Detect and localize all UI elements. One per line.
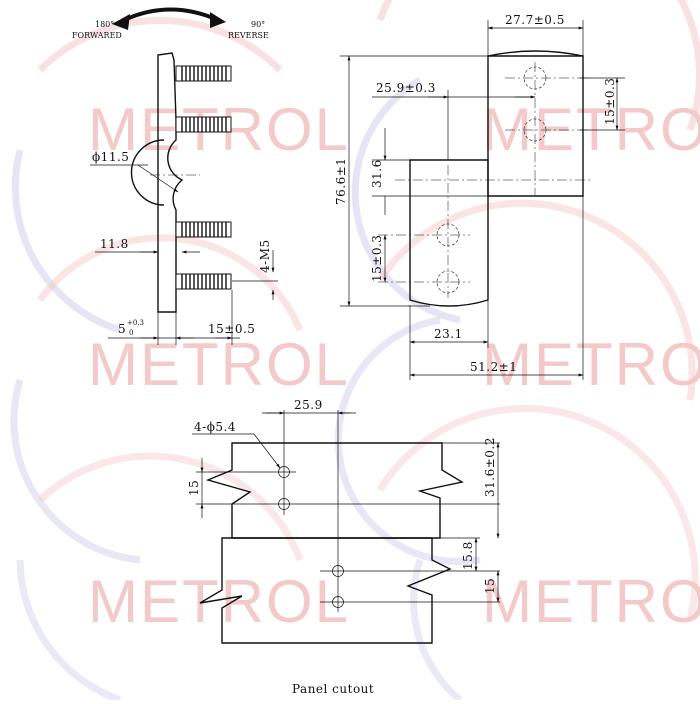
watermark-brand: METROL [88, 331, 350, 398]
stud-length: 15±0.5 [208, 322, 255, 336]
offset-label: 11.8 [100, 237, 129, 251]
cutout-pitch-left: 15 [187, 480, 201, 496]
cutout-gap: 15.8 [461, 541, 475, 570]
hole-diameter-label: ϕ11.5 [92, 150, 129, 164]
front-view: 27.7±0.5 25.9±0.3 15±0.3 76.6±1 31.6 15±… [334, 13, 625, 380]
top-width-label: 27.7±0.5 [505, 13, 565, 27]
rotation-indicator: 180° FORWARED 90° REVERSE [72, 7, 269, 40]
reverse-angle: 90° [251, 20, 265, 29]
cutout-holes-label: 4-ϕ5.4 [194, 420, 236, 434]
watermark-layer: METROL METROL METROL METROL METROL METRO… [10, 0, 700, 704]
cutout-height: 31.6±0.2 [483, 437, 497, 497]
rotation-arrow-left-icon [112, 14, 130, 30]
watermark-brand: METROL [482, 568, 700, 635]
cutout-hole-spacing: 25.9 [294, 398, 323, 412]
reverse-label: REVERSE [228, 31, 269, 40]
threaded-studs [175, 65, 232, 290]
cutout-pitch-right: 15 [483, 578, 497, 594]
hole-offset-label: 25.9±0.3 [376, 81, 436, 95]
side-view: ϕ11.5 11.8 4-M5 5 +0.3 0 15±0.5 [90, 52, 278, 345]
total-width-label: 51.2±1 [470, 360, 517, 374]
watermark-brand: METROL [482, 96, 700, 163]
forward-angle: 180° [95, 20, 114, 29]
watermark-brand: METROL [88, 568, 350, 635]
plate-thickness: 5 [118, 322, 126, 336]
total-height-label: 76.6±1 [334, 158, 348, 205]
bottom-width-label: 23.1 [434, 327, 463, 341]
watermark-brand: METROL [482, 331, 700, 398]
forward-label: FORWARED [72, 31, 122, 40]
plate-tol-lower: 0 [129, 329, 133, 337]
rotation-arrow-right-icon [210, 12, 226, 28]
bottom-pitch-label: 15±0.3 [370, 235, 384, 282]
thread-label: 4-M5 [258, 239, 272, 273]
panel-cutout: 25.9 4-ϕ5.4 15 31.6±0.2 15.8 15 Panel cu… [187, 398, 500, 696]
plate-tol-upper: +0.3 [127, 319, 144, 327]
cutout-caption: Panel cutout [292, 682, 374, 696]
top-pitch-label: 15±0.3 [603, 78, 617, 125]
leaf-height-label: 31.6 [370, 159, 384, 188]
